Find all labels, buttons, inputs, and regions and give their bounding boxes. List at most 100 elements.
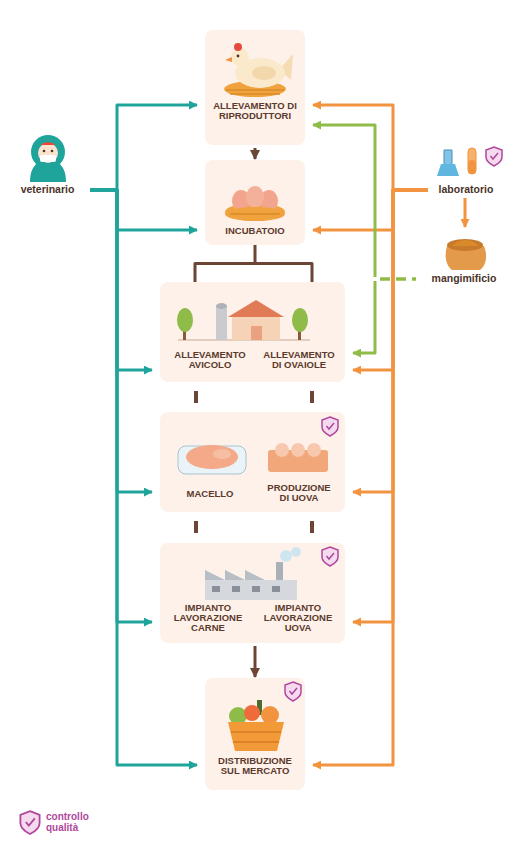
- vet-icon: [43, 150, 46, 153]
- farm-illustration: [298, 322, 301, 340]
- lab-icon: [468, 160, 476, 174]
- legend-label: controllo qualità: [46, 811, 94, 833]
- lab-icon: [486, 147, 502, 166]
- flow-arrow: [353, 190, 428, 370]
- eggs-illustration: [246, 186, 264, 208]
- node-label: IMPIANTO LAVORAZIONE UOVA: [260, 603, 336, 633]
- factory-illustration: [205, 570, 265, 582]
- lab-icon: [468, 148, 476, 174]
- flow-arrow: [353, 190, 428, 492]
- flow-arrow: [313, 105, 428, 190]
- lab-icon: [486, 147, 502, 166]
- farm-illustration: [228, 300, 284, 317]
- factory-illustration: [205, 547, 301, 600]
- hen-illustration: [252, 66, 276, 80]
- dashed-connector: [194, 512, 198, 543]
- factory-illustration: [212, 586, 220, 592]
- actor-node: veterinario: [5, 128, 90, 198]
- quality-shield: [327, 553, 335, 559]
- farm-illustration: [292, 308, 308, 332]
- vet-icon: [38, 143, 58, 163]
- flow-arrow: [195, 245, 312, 282]
- eggs-illustration: [225, 207, 285, 221]
- lab-icon: [437, 147, 502, 176]
- flow-arrow: [353, 279, 416, 353]
- farm-illustration: [216, 303, 227, 309]
- vet-icon: [40, 155, 56, 162]
- flow-arrow: [254, 646, 257, 677]
- process-box: DISTRIBUZIONE SUL MERCATO: [205, 678, 305, 790]
- factory-illustration: [276, 562, 283, 584]
- farm-illustration: [177, 308, 193, 332]
- dashed-connector: [310, 512, 314, 543]
- actor-label: veterinario: [5, 184, 90, 195]
- node-label: ALLEVAMENTO DI RIPRODUTTORI: [207, 101, 303, 121]
- farm-illustration: [216, 306, 227, 340]
- flow-arrow: [464, 198, 467, 227]
- legend-shield: [26, 818, 35, 825]
- vet-icon: [30, 135, 66, 182]
- lab-icon: [491, 153, 499, 159]
- meat-egg-illustration: [178, 443, 328, 474]
- farm-illustration: [232, 316, 280, 340]
- hen-illustration: [235, 58, 285, 88]
- lab-icon: [437, 164, 459, 176]
- feed-sack-icon: [446, 239, 486, 270]
- feed-sack-icon: [452, 240, 479, 246]
- hen-illustration: [225, 57, 232, 62]
- actor-node: mangimificio: [416, 225, 512, 287]
- eggs-illustration: [232, 190, 250, 212]
- process-box: MACELLO PRODUZIONE DI UOVA: [160, 412, 345, 512]
- feed-sack-icon: [446, 246, 486, 270]
- quality-shield: [322, 417, 338, 436]
- legend-shield: [20, 811, 39, 834]
- vet-icon: [40, 142, 56, 145]
- actor-node: laboratorio: [428, 140, 504, 198]
- hen-illustration: [237, 55, 240, 58]
- factory-illustration: [252, 586, 260, 592]
- node-label: MACELLO: [172, 489, 248, 499]
- basket-illustration: [228, 722, 284, 751]
- basket-illustration: [257, 700, 262, 715]
- dashed-connector: [310, 382, 314, 412]
- vet-icon: [51, 150, 54, 153]
- factory-illustration: [280, 550, 292, 562]
- meat-egg-illustration: [213, 449, 231, 459]
- flow-arrow: [90, 190, 152, 492]
- basket-illustration: [244, 705, 260, 721]
- process-box: INCUBATOIO: [205, 160, 305, 245]
- node-label: PRODUZIONE DI UOVA: [264, 483, 334, 503]
- node-label: IMPIANTO LAVORAZIONE CARNE: [170, 603, 246, 633]
- quality-shield: [327, 423, 335, 429]
- lab-icon: [444, 150, 452, 175]
- meat-egg-illustration: [268, 450, 328, 472]
- actor-label: laboratorio: [428, 184, 504, 195]
- flow-arrow: [353, 190, 428, 622]
- quality-shield: [322, 547, 338, 566]
- meat-egg-illustration: [186, 445, 238, 469]
- flow-arrow: [313, 125, 416, 279]
- quality-shield: [322, 417, 338, 436]
- flow-arrow: [90, 190, 152, 370]
- vet-icon: [30, 160, 66, 182]
- eggs-illustration: [225, 203, 285, 221]
- farm-illustration: [177, 300, 310, 340]
- basket-illustration: [228, 700, 284, 751]
- farm-illustration: [183, 322, 186, 340]
- basket-illustration: [261, 706, 279, 724]
- hen-illustration: [224, 43, 293, 97]
- hen-illustration: [226, 90, 284, 94]
- basket-illustration: [229, 707, 247, 725]
- factory-illustration: [291, 547, 301, 557]
- farm-illustration: [178, 339, 310, 341]
- legend-shield: [20, 811, 39, 834]
- hen-illustration: [279, 54, 293, 80]
- factory-illustration: [272, 586, 280, 592]
- eggs-illustration: [230, 213, 280, 215]
- farm-illustration: [251, 326, 262, 340]
- node-label: INCUBATOIO: [207, 226, 303, 236]
- process-box: IMPIANTO LAVORAZIONE CARNE IMPIANTO LAVOR…: [160, 543, 345, 643]
- flow-arrow: [90, 190, 197, 230]
- flow-arrow: [90, 105, 197, 190]
- meat-egg-illustration: [178, 446, 246, 474]
